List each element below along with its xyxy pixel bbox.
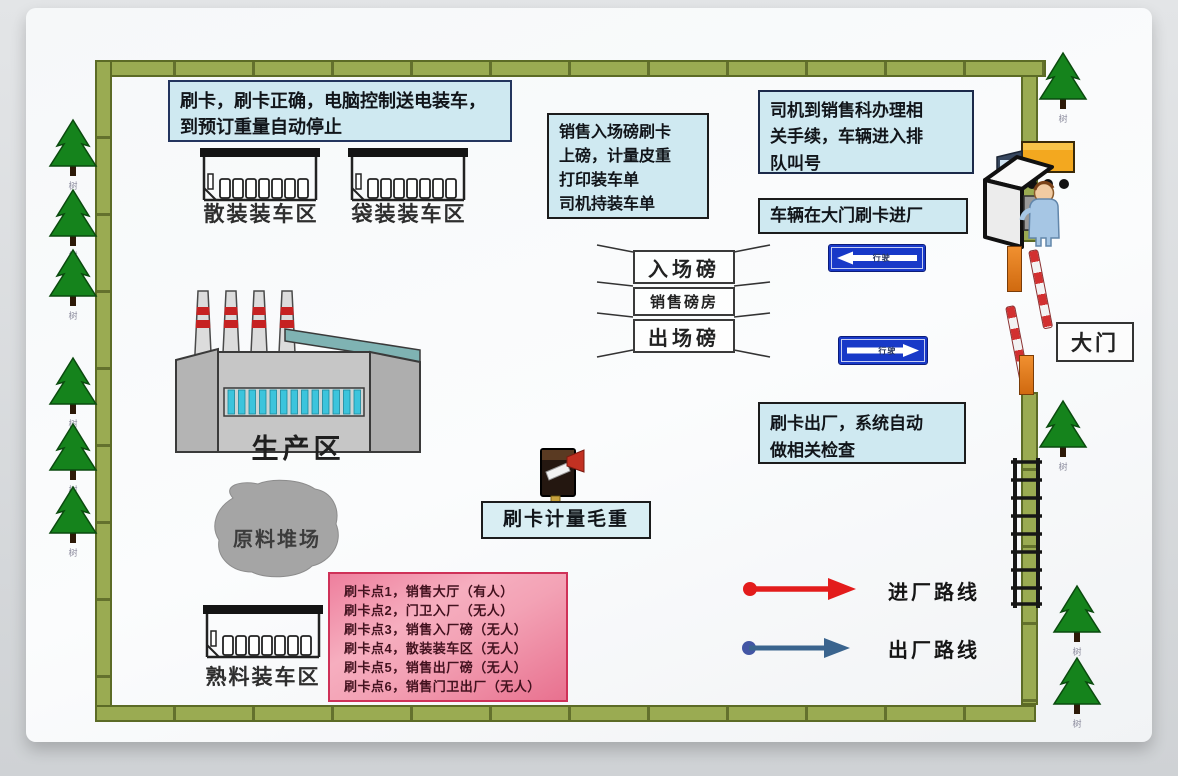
weighbridge-road-lines bbox=[596, 244, 771, 358]
card-point-item: 刷卡点5，销售出厂磅（无人） bbox=[344, 660, 528, 675]
exit-scale-box: 出场磅 bbox=[633, 319, 735, 353]
tree-label: 树 bbox=[1058, 113, 1067, 124]
card-points-box: 刷卡点1，销售大厅（有人） 刷卡点2，门卫入厂（无人） 刷卡点3，销售入厂磅（无… bbox=[328, 572, 568, 702]
card-point-item: 刷卡点3，销售入厂磅（无人） bbox=[344, 622, 528, 637]
exit-route-arrow-icon bbox=[742, 638, 850, 658]
note-loading-control: 刷卡，刷卡正确，电脑控制送电装车， 到预订重量自动停止 bbox=[168, 80, 512, 142]
sign-text: 行驶 bbox=[878, 346, 897, 355]
sign-text: 行驶 bbox=[872, 253, 891, 263]
card-reader-icon bbox=[540, 448, 585, 504]
note-driver-procedure: 司机到销售科办理相 关手续，车辆进入排 队叫号 bbox=[758, 90, 974, 174]
entry-route-label: 进厂路线 bbox=[888, 582, 980, 604]
note-exit-check: 刷卡出厂，系统自动 做相关检查 bbox=[758, 402, 966, 464]
card-point-item: 刷卡点4，散装装车区（无人） bbox=[344, 641, 528, 656]
card-point-item: 刷卡点6，销售门卫出厂（无人） bbox=[344, 679, 541, 694]
right-arrow-icon bbox=[847, 344, 919, 357]
barrier-post bbox=[1019, 355, 1034, 395]
factory-wall-left bbox=[95, 60, 112, 722]
gate-label: 大门 bbox=[1056, 322, 1134, 362]
production-area-label: 生产区 bbox=[251, 434, 345, 464]
clinker-loading-shed-icon bbox=[201, 603, 325, 659]
tree-icon: 树 bbox=[49, 357, 97, 429]
factory-wall-top bbox=[95, 60, 1046, 77]
tree-icon: 树 bbox=[1039, 400, 1087, 472]
tree-label: 树 bbox=[1072, 718, 1081, 729]
person-icon bbox=[1019, 180, 1060, 247]
factory-wall-bottom bbox=[95, 705, 1036, 722]
bag-loading-shed-icon bbox=[346, 146, 470, 202]
tree-label: 树 bbox=[1058, 461, 1067, 472]
tree-icon: 树 bbox=[1039, 52, 1087, 124]
tree-label: 树 bbox=[68, 547, 77, 558]
bag-loading-area-label: 袋装装车区 bbox=[351, 203, 467, 226]
factory-wall-right-lower bbox=[1021, 392, 1038, 705]
clinker-loading-area-label: 熟料装车区 bbox=[205, 666, 321, 689]
note-gross-weight: 刷卡计量毛重 bbox=[481, 501, 651, 539]
entry-scale-box: 入场磅 bbox=[633, 250, 735, 284]
tree-label: 树 bbox=[68, 180, 77, 191]
tree-icon: 树 bbox=[49, 486, 97, 558]
barrier-post bbox=[1007, 246, 1022, 292]
tree-icon: 树 bbox=[1053, 657, 1101, 729]
weigh-house-box: 销售磅房 bbox=[633, 287, 735, 316]
one-way-sign-left: 行驶 bbox=[828, 244, 926, 272]
exit-route-label: 出厂路线 bbox=[888, 640, 980, 662]
raw-material-pile-icon bbox=[214, 479, 339, 578]
card-point-item: 刷卡点1，销售大厅（有人） bbox=[344, 584, 514, 599]
left-arrow-icon bbox=[837, 251, 917, 265]
ladder-railing-icon bbox=[1011, 458, 1042, 608]
entry-route-arrow-icon bbox=[743, 578, 856, 600]
factory-building-icon bbox=[175, 290, 421, 453]
bulk-loading-shed-icon bbox=[198, 146, 322, 202]
tree-icon: 树 bbox=[49, 249, 97, 321]
raw-material-yard-label: 原料堆场 bbox=[233, 529, 321, 551]
tree-icon: 树 bbox=[1053, 585, 1101, 657]
note-entry-weighing: 销售入场磅刷卡 上磅，计量皮重 打印装车单 司机持装车单 bbox=[547, 113, 709, 219]
tree-icon: 树 bbox=[49, 423, 97, 495]
one-way-sign-right: 行驶 bbox=[838, 336, 928, 365]
tree-icon: 树 bbox=[49, 119, 97, 191]
note-gate-entry: 车辆在大门刷卡进厂 bbox=[758, 198, 968, 234]
card-point-item: 刷卡点2，门卫入厂（无人） bbox=[344, 603, 514, 618]
tree-label: 树 bbox=[1072, 646, 1081, 657]
bulk-loading-area-label: 散装装车区 bbox=[203, 203, 319, 226]
tree-label: 树 bbox=[68, 310, 77, 321]
